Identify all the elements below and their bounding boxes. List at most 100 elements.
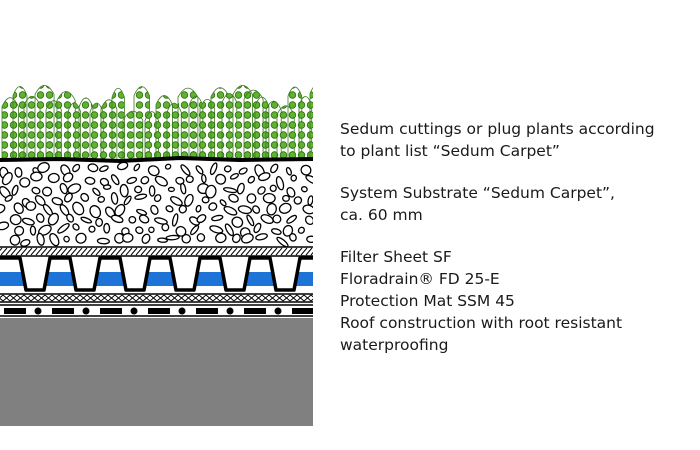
substrate-pebble xyxy=(219,199,227,207)
mat-hatch-line xyxy=(240,294,249,302)
substrate-pebble xyxy=(215,173,227,185)
substrate-pebble xyxy=(128,215,137,224)
substrate-pebble xyxy=(161,223,170,232)
substrate-pebble xyxy=(102,184,112,190)
substrate-pebble xyxy=(150,204,159,215)
substrate-pebble xyxy=(209,225,224,234)
label-plants-line-2: to plant list “Sedum Carpet” xyxy=(340,142,560,160)
substrate-pebble xyxy=(31,186,41,195)
sedum-plant-clump xyxy=(309,87,313,161)
substrate-pebble xyxy=(211,214,224,222)
label-substrate: System Substrate “Sedum Carpet”, ca. 60 … xyxy=(340,182,690,226)
substrate-pebble xyxy=(236,182,245,195)
filter-hatch-line xyxy=(85,247,93,256)
substrate-pebble xyxy=(134,185,143,194)
substrate-pebble xyxy=(84,176,96,185)
substrate-pebble xyxy=(305,174,313,185)
mat-hatch-line xyxy=(128,294,137,302)
filter-hatch-line xyxy=(220,247,228,256)
substrate-pebble xyxy=(157,237,168,243)
substrate-pebble xyxy=(196,233,206,242)
filter-hatch-line xyxy=(60,247,68,256)
substrate-pebble xyxy=(138,214,150,224)
substrate-pebble xyxy=(141,233,151,244)
substrate-pebble xyxy=(103,222,111,234)
filter-hatch-line xyxy=(210,247,218,256)
filter-hatch-line xyxy=(285,247,293,256)
waterproofing-dot xyxy=(130,307,138,315)
waterproofing-layer xyxy=(0,304,313,317)
waterproofing-dash xyxy=(292,308,313,314)
filter-hatch-line xyxy=(55,247,63,256)
mat-hatch-line xyxy=(2,294,11,302)
drain-cup xyxy=(71,259,99,288)
substrate-pebble xyxy=(25,201,37,211)
mat-hatch-line xyxy=(219,294,228,302)
substrate-pebble xyxy=(136,208,148,216)
substrate-pebble xyxy=(110,174,120,186)
substrate-pebble xyxy=(185,175,194,184)
filter-hatch-line xyxy=(180,247,188,256)
substrate-pebble xyxy=(257,186,266,195)
substrate-pebble xyxy=(246,214,255,227)
substrate-pebble xyxy=(63,235,70,243)
substrate-pebble xyxy=(36,232,45,246)
filter-hatch-line xyxy=(255,247,263,256)
substrate-pebble xyxy=(9,234,21,246)
filter-hatch-line xyxy=(30,247,38,256)
filter-hatch-line xyxy=(140,247,148,256)
substrate-pebble xyxy=(11,184,19,196)
filter-hatch-line xyxy=(310,251,313,256)
substrate-pebble xyxy=(240,233,254,244)
label-substrate-line-2: ca. 60 mm xyxy=(340,206,423,224)
substrate-pebble xyxy=(282,194,290,202)
substrate-pebble xyxy=(196,214,207,224)
substrate-pebble xyxy=(21,217,35,226)
drain-cup xyxy=(271,259,299,288)
mat-hatch-line xyxy=(268,294,277,302)
substrate-pebble xyxy=(41,186,53,197)
substrate-pebble xyxy=(134,193,148,200)
substrate-pebble xyxy=(88,225,96,233)
substrate-pebble xyxy=(72,223,80,231)
substrate-pebble xyxy=(123,195,132,206)
filter-hatch-line xyxy=(0,247,3,252)
substrate-pebble xyxy=(170,196,183,206)
mat-hatch-line xyxy=(198,294,207,302)
mat-hatch-line xyxy=(310,298,313,302)
mat-hatch-line xyxy=(289,294,298,302)
substrate-pebble xyxy=(4,194,13,202)
substrate-pebble xyxy=(229,173,239,180)
substrate-pebble xyxy=(178,204,187,214)
mat-hatch-line xyxy=(310,294,313,298)
substrate-pebble xyxy=(286,187,296,198)
mat-hatch-line xyxy=(0,297,4,302)
substrate-pebble xyxy=(201,196,210,204)
filter-hatch-line xyxy=(145,247,153,256)
substrate-pebble xyxy=(96,237,110,245)
filter-hatch-line xyxy=(200,247,208,256)
filter-hatch-line xyxy=(25,247,33,256)
substrate-pebble xyxy=(205,184,217,199)
mat-hatch-line xyxy=(233,294,242,302)
substrate-pebble xyxy=(223,165,232,173)
filter-hatch-line xyxy=(105,247,113,256)
substrate-pebble xyxy=(147,165,160,177)
substrate-pebble xyxy=(231,216,244,228)
substrate-pebble xyxy=(63,192,73,203)
substrate-pebble xyxy=(51,196,64,206)
substrate-pebble xyxy=(135,226,144,235)
substrate-pebble xyxy=(0,203,6,214)
mat-hatch-line xyxy=(212,294,221,302)
substrate-pebble xyxy=(297,226,305,234)
substrate-pebble xyxy=(29,225,37,236)
filter-hatch-line xyxy=(10,247,18,256)
sedum-plant-clump xyxy=(287,86,303,161)
mat-hatch-line xyxy=(0,294,4,299)
drain-cup xyxy=(121,259,149,288)
substrate-pebble xyxy=(19,177,31,188)
mat-hatch-line xyxy=(93,294,102,302)
substrate-pebble xyxy=(13,202,24,215)
substrate-pebble xyxy=(119,183,129,198)
mat-hatch-line xyxy=(86,294,95,302)
